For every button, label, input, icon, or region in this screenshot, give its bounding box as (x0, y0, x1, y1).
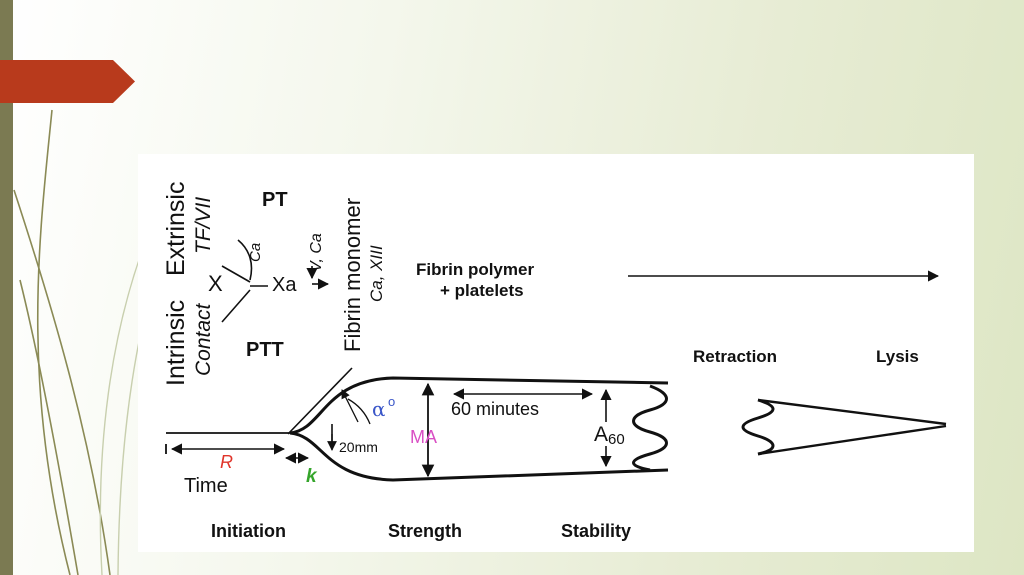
retraction-label: Retraction (693, 347, 777, 366)
initiation-label: Initiation (211, 521, 286, 541)
teg-diagram: Extrinsic TF/VII Intrinsic Contact PT PT… (162, 182, 947, 541)
intrinsic-label: Intrinsic (162, 300, 190, 386)
r-label: R (220, 452, 233, 472)
lysis-upper-line (757, 398, 947, 426)
ptt-label: PTT (246, 339, 284, 361)
vine-decoration (13, 109, 160, 575)
alpha-degree: o (388, 394, 395, 409)
extrinsic-label: Extrinsic (162, 182, 190, 276)
fibrin-polymer-label: Fibrin polymer (416, 260, 534, 279)
time-label: Time (184, 475, 228, 497)
ca-xiii-label: Ca, XIII (367, 245, 386, 302)
platelets-label: + platelets (440, 281, 524, 300)
wavy-break-line (632, 384, 668, 472)
strength-label: Strength (388, 521, 462, 541)
sixty-minutes-label: 60 minutes (451, 399, 539, 419)
x-label: X (208, 271, 223, 296)
lysis-label: Lysis (876, 347, 919, 366)
a60-label: A60 (594, 423, 625, 448)
alpha-tangent-line (287, 367, 353, 435)
k-label: k (306, 466, 318, 487)
alpha-symbol: α (372, 397, 386, 421)
ca-curve (237, 239, 253, 281)
left-accent-bar (0, 0, 13, 575)
fibrin-monomer-label: Fibrin monomer (340, 198, 365, 352)
lysis-lower-line (757, 424, 947, 456)
teg-upper-curve (289, 376, 669, 435)
v-ca-label: V, Ca (308, 233, 325, 272)
xa-label: Xa (272, 274, 297, 296)
alpha-angle-arc (347, 398, 371, 425)
ca-label: Ca (247, 243, 264, 262)
extrinsic-branch-line (221, 265, 251, 283)
alpha-angle-arrow (341, 389, 359, 423)
pt-label: PT (262, 189, 288, 211)
contact-label: Contact (192, 302, 215, 376)
intrinsic-branch-line (221, 289, 251, 323)
slide-tab-arrow (0, 60, 135, 103)
stability-label: Stability (561, 521, 631, 541)
lysis-wavy-line (741, 398, 775, 456)
twenty-mm-label: 20mm (339, 439, 378, 455)
teg-diagram-panel: Extrinsic TF/VII Intrinsic Contact PT PT… (138, 154, 974, 552)
teg-lower-curve (289, 431, 669, 482)
tf-vii-label: TF/VII (192, 197, 215, 254)
ma-label: MA (410, 427, 437, 447)
